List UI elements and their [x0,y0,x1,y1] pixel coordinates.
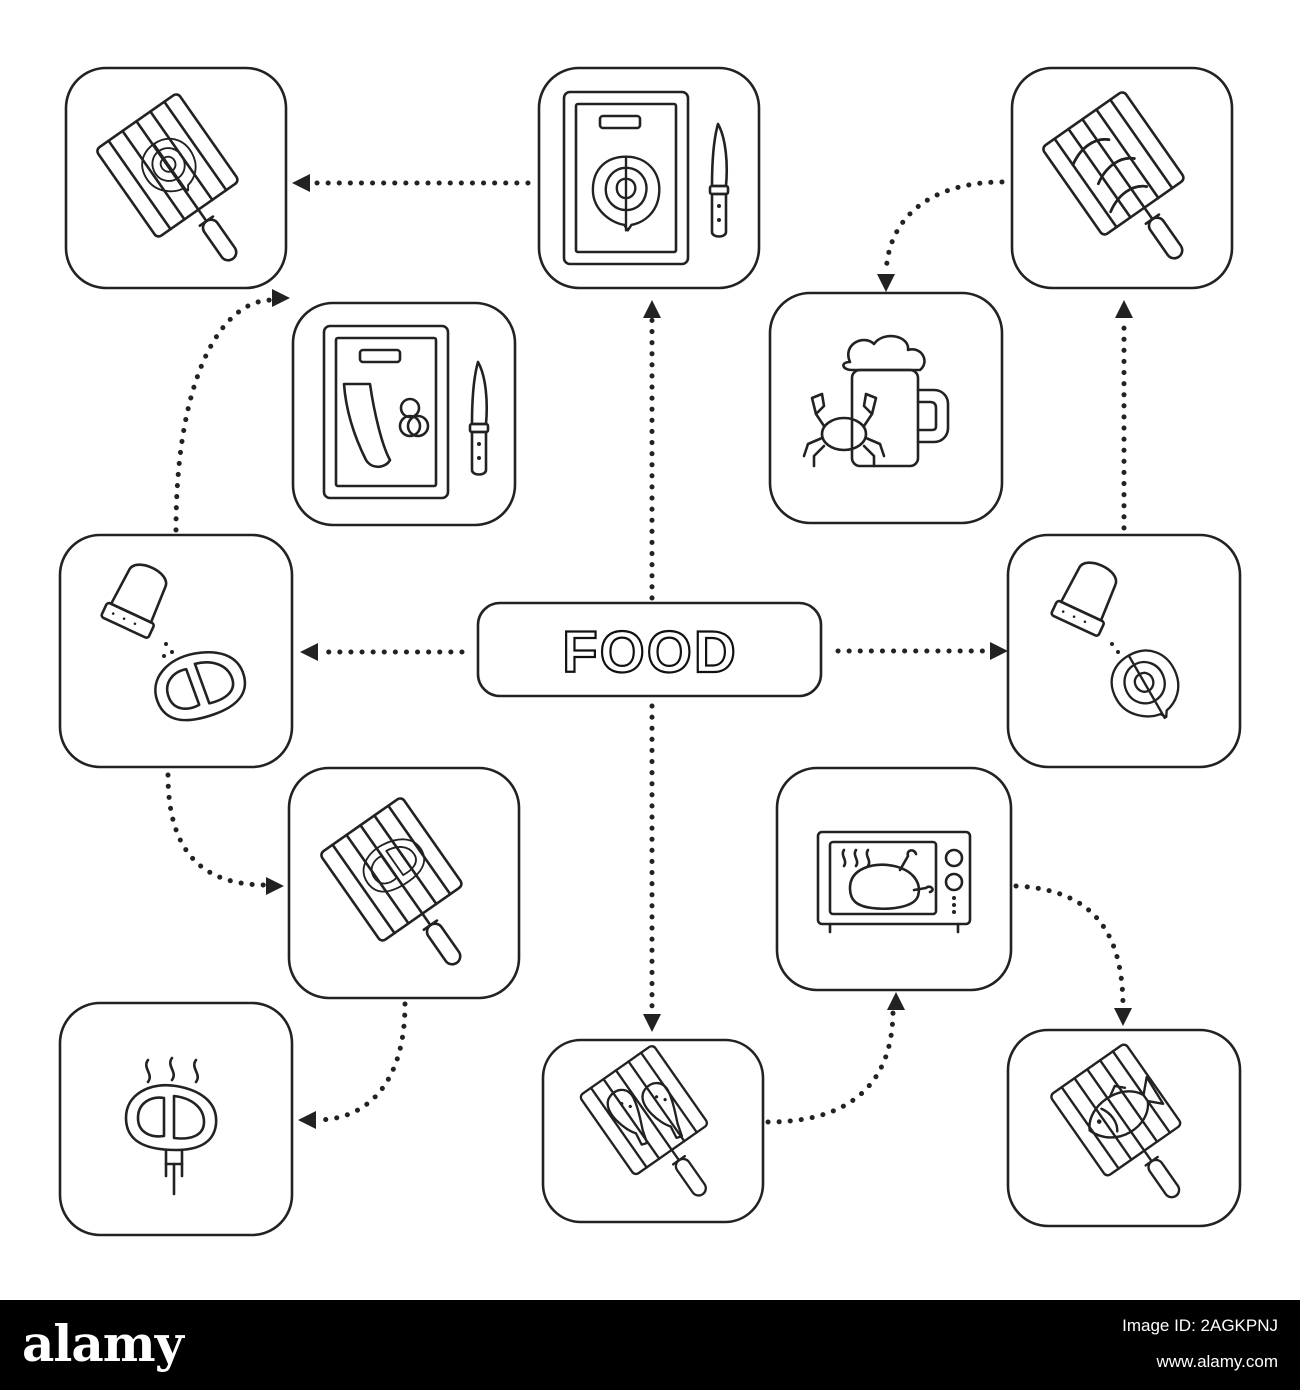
center-node: FOOD [476,601,823,698]
link-sausages-to-crab-beer [883,179,1005,277]
image-id-label: Image ID: 2AGKPNJ [1122,1316,1278,1335]
alamy-logo: alamy [22,1314,184,1373]
center-label: FOOD [562,620,738,685]
links [165,174,1133,1129]
grilled-sausages-icon [1040,89,1222,287]
node-grilled-meat-steak [287,766,521,1000]
arrowhead [643,300,661,318]
node-roast-chicken-oven [775,766,1013,992]
link-grilled-steak-to-hot-steak [313,1001,408,1123]
node-grilled-salmon-steak [64,66,288,290]
crab-and-beer-icon [802,334,950,468]
sausage-cutting-board-icon [322,324,490,500]
arrowhead [990,642,1008,660]
node-salted-salmon-steak [1006,533,1242,769]
link-oven-to-grilled-fish [1013,883,1126,1011]
node-salmon-cutting-board [537,66,761,290]
center-box [476,601,823,698]
hot-steak-on-fork-icon [124,1056,218,1196]
arrowhead [300,643,318,661]
node-grilled-sausages [1010,66,1234,290]
grilled-fish-icon [1048,1041,1215,1224]
arrowhead [877,274,895,292]
arrowhead [1114,1008,1132,1026]
salted-meat-steak-icon [99,555,255,733]
arrowhead [272,289,290,307]
node-grilled-fish [1006,1028,1242,1228]
stock-footer: alamy Image ID: 2AGKPNJ www.alamy.com [0,1300,1300,1390]
arrowhead [292,174,310,192]
node-hot-steak-on-fork [58,1001,294,1237]
node-grilled-chicken-legs [541,1038,765,1224]
arrowhead [643,1014,661,1032]
node-sausage-cutting-board [291,301,517,527]
arrowhead [298,1111,316,1129]
roast-chicken-oven-icon [816,830,972,934]
site-url: www.alamy.com [1156,1352,1278,1371]
arrowhead [887,992,905,1010]
link-chicken-legs-to-oven [765,1007,896,1125]
arrowhead [1115,300,1133,318]
node-salted-meat-steak [58,533,294,769]
salted-salmon-steak-icon [1049,553,1195,736]
footer-meta: Image ID: 2AGKPNJ www.alamy.com [1122,1308,1278,1380]
grilled-chicken-legs-icon [577,1043,741,1222]
arrowhead [266,877,284,895]
link-salted-steak-to-grilled-steak [165,772,269,888]
food-mind-map: FOOD [58,66,1242,1237]
node-crab-and-beer [768,291,1004,525]
link-salted-steak-to-sausage-board [173,297,275,533]
